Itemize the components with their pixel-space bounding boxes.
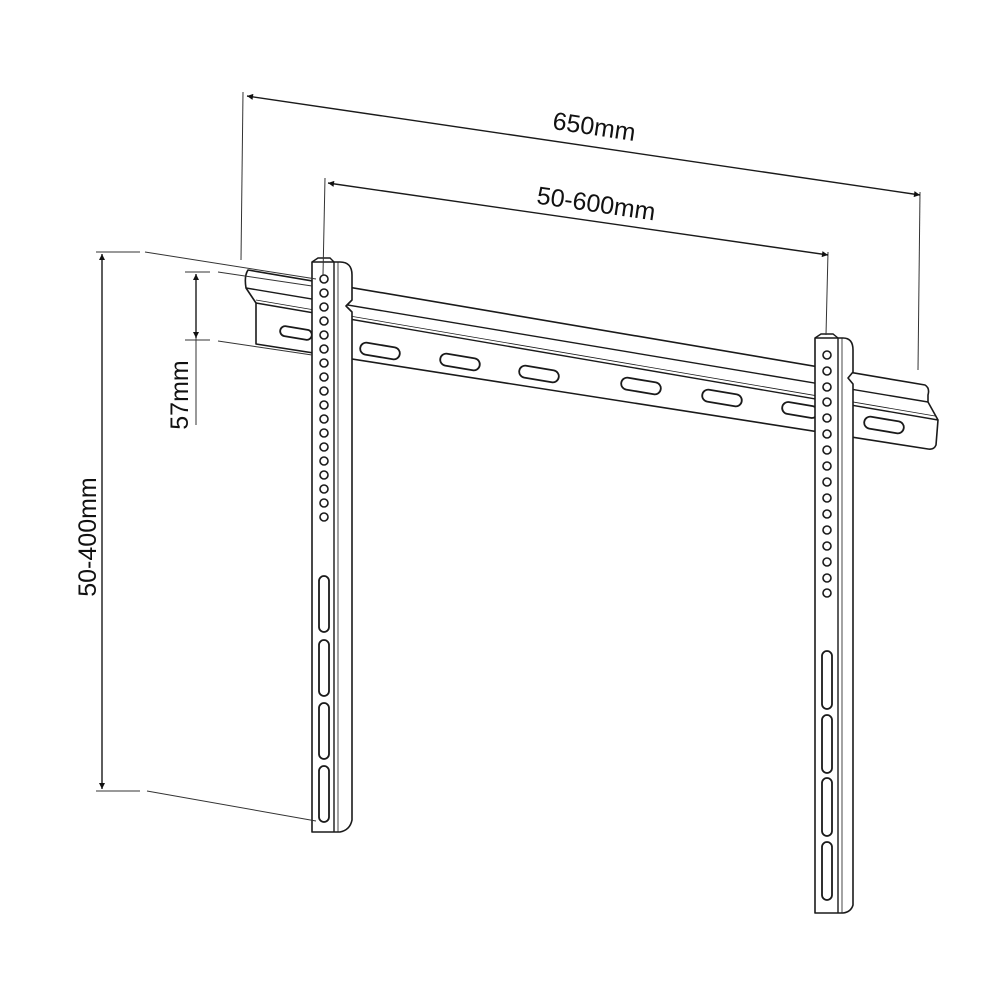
dimension-vertical-vesa: 50-400mm <box>74 251 317 822</box>
right-strap-slots <box>821 650 833 901</box>
dimension-rail-height: 57mm <box>166 271 313 430</box>
dimension-label-50-600: 50-600mm <box>535 182 657 227</box>
dimension-label-57: 57mm <box>166 360 194 429</box>
dimension-label-50-400: 50-400mm <box>74 477 102 597</box>
rail-slots <box>279 325 905 435</box>
left-strap-holes <box>319 274 329 522</box>
right-strap-holes <box>822 350 832 598</box>
right-strap <box>814 333 854 914</box>
left-strap-slots <box>318 575 330 823</box>
dimension-label-650: 650mm <box>551 107 638 147</box>
wall-rail <box>244 269 939 450</box>
left-strap <box>311 257 353 833</box>
